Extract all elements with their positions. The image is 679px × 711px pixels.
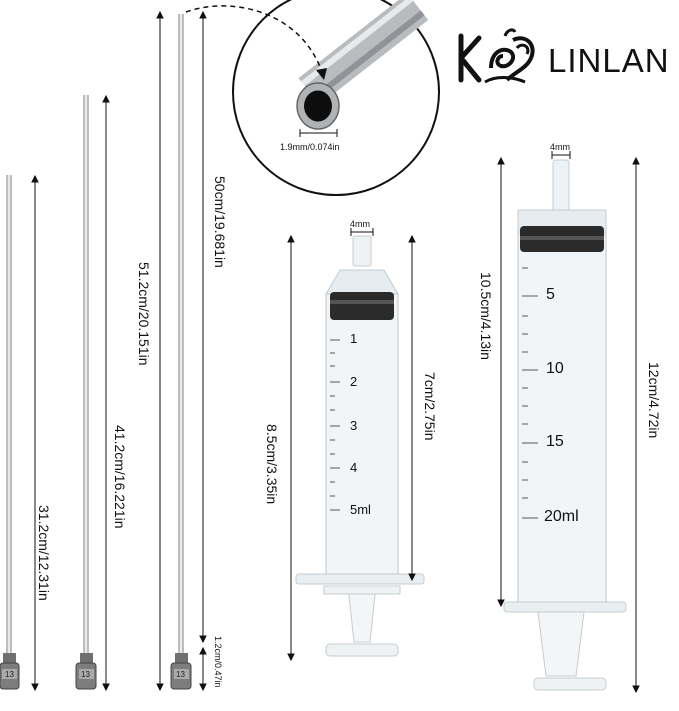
syringe-large-mark-15: 15 bbox=[546, 433, 564, 450]
syringe-small-mark-4: 4 bbox=[350, 460, 358, 475]
syringe-small-length: 8.5cm/3.35in bbox=[264, 424, 280, 505]
syringe-large bbox=[497, 151, 640, 694]
needle-short-length: 31.2cm/12.31in bbox=[36, 505, 52, 601]
needle-long-length: 51.2cm/20.151in bbox=[136, 262, 152, 366]
syringe-small-mark-1: 1 bbox=[350, 331, 358, 346]
syringe-large-mark-20: 20ml bbox=[544, 508, 579, 525]
needle-long-hub bbox=[170, 653, 192, 690]
needle-medium-shaft bbox=[83, 95, 89, 655]
syringe-large-length: 12cm/4.72in bbox=[646, 362, 662, 439]
syringe-small-barrel: 7cm/2.75in bbox=[422, 372, 438, 441]
syringe-large-mark-10: 10 bbox=[546, 360, 564, 377]
syringe-large-barrel: 10.5cm/4.13in bbox=[478, 272, 494, 360]
brand-logo-icon bbox=[458, 28, 535, 84]
syringe-small-mark-2: 2 bbox=[350, 374, 358, 389]
tube-detail-magnifier bbox=[185, 0, 440, 196]
needle-medium-length: 41.2cm/16.221in bbox=[112, 425, 128, 529]
tube-diameter-label: 1.9mm/0.074in bbox=[280, 142, 340, 152]
needle-long-gauge: 13 bbox=[176, 670, 185, 679]
syringe-small-tip: 4mm bbox=[350, 219, 370, 229]
syringe-small-mark-3: 3 bbox=[350, 418, 358, 433]
needle-hub-length: 1.2cm/0.47in bbox=[213, 636, 223, 688]
needle-short-hub bbox=[0, 653, 20, 690]
needle-long-shaft bbox=[178, 14, 184, 655]
brand-name: LINLAN bbox=[548, 42, 670, 79]
needle-short-gauge: 13 bbox=[5, 670, 14, 679]
needle-long-alt-length: 50cm/19.681in bbox=[212, 176, 228, 268]
needle-medium-gauge: 13 bbox=[81, 670, 90, 679]
syringe-small-mark-5: 5ml bbox=[350, 502, 371, 517]
needle-short-shaft bbox=[6, 175, 12, 655]
syringe-large-mark-5: 5 bbox=[546, 286, 555, 303]
syringe-small bbox=[287, 228, 425, 662]
needle-medium-hub bbox=[75, 653, 97, 690]
syringe-large-tip: 4mm bbox=[550, 142, 570, 152]
